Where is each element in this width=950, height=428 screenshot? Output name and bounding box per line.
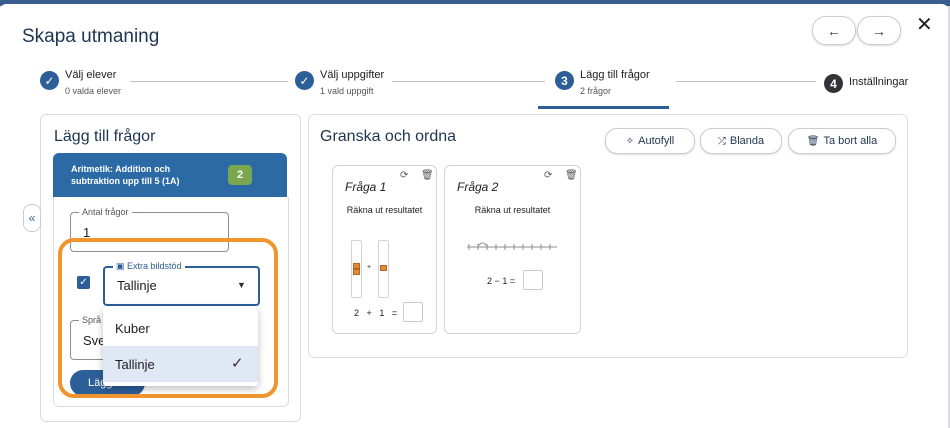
operator: −	[494, 276, 500, 286]
wand-icon: ✧	[625, 135, 635, 147]
field-value: 1	[83, 225, 91, 240]
field-label: Språ	[79, 315, 105, 325]
collapse-button[interactable]: «	[23, 204, 41, 232]
delete-all-button[interactable]: 🗑Ta bort alla	[788, 128, 896, 154]
equals-sign: =	[391, 308, 398, 318]
image-support-dropdown: Kuber Tallinje ✓	[103, 306, 258, 386]
button-label: Blanda	[729, 135, 765, 147]
active-step-indicator	[538, 106, 669, 109]
answer-input[interactable]	[403, 302, 423, 322]
question-text: Räkna ut resultatet	[346, 205, 423, 215]
equals-sign: =	[509, 276, 516, 286]
question-count-field[interactable]: Antal frågor 1	[70, 207, 229, 252]
field-label: ▣ Extra bildstöd	[113, 261, 185, 272]
review-title: Granska och ordna	[320, 128, 457, 145]
question-count-badge: 2	[228, 165, 252, 185]
step-connector	[676, 81, 816, 82]
step-label: Välj uppgifter	[320, 69, 385, 81]
close-icon[interactable]: ✕	[916, 14, 933, 36]
option-label: Kuber	[115, 321, 150, 336]
double-chevron-left-icon: «	[28, 211, 36, 225]
image-support-checkbox[interactable]: ✓	[77, 276, 90, 289]
check-icon: ✓	[40, 71, 59, 90]
field-value: Sve	[83, 333, 106, 348]
step-sub: 1 vald uppgift	[320, 86, 374, 96]
prev-button[interactable]: ←	[812, 16, 856, 45]
operator: +	[366, 308, 372, 318]
step-sub: 2 frågor	[580, 86, 612, 96]
answer-input[interactable]	[523, 270, 543, 290]
cube-icon	[353, 263, 360, 269]
step-connector	[392, 81, 545, 82]
modal-title: Skapa utmaning	[22, 26, 160, 47]
cube-icon	[353, 269, 360, 275]
step-add-questions[interactable]: 3 Lägg till frågor 2 frågor	[555, 69, 650, 96]
arrow-right-icon: →	[872, 22, 886, 39]
operand: 1	[379, 308, 385, 318]
trash-icon[interactable]: 🗑	[565, 170, 578, 181]
field-label: Antal frågor	[79, 207, 132, 217]
image-support-select[interactable]: ▣ Extra bildstöd Tallinje ▼	[103, 261, 260, 306]
add-questions-title: Lägg till frågor	[54, 128, 156, 145]
background-app-bar	[0, 0, 950, 6]
button-label: Ta bort alla	[823, 135, 878, 147]
question-text: Räkna ut resultatet	[474, 205, 551, 215]
shuffle-icon: ⤮	[717, 135, 726, 147]
trash-icon: 🗑	[806, 135, 820, 147]
arrow-left-icon: ←	[827, 22, 841, 39]
question-card-1[interactable]: Fråga 1 ⟳ 🗑 Räkna ut resultatet + 2 + 1 …	[332, 165, 437, 334]
autofill-button[interactable]: ✧Autofyll	[605, 128, 695, 154]
field-label-text: Extra bildstöd	[127, 261, 182, 271]
cube-icon	[380, 265, 387, 271]
option-label: Tallinje	[115, 357, 155, 372]
math-expression: 2 − 1 =	[487, 276, 515, 286]
cube-column	[378, 240, 389, 298]
dropdown-option-kuber[interactable]: Kuber	[103, 310, 258, 346]
step-select-tasks[interactable]: ✓ Välj uppgifter 1 vald uppgift	[295, 69, 385, 96]
button-label: Autofyll	[638, 135, 675, 147]
dropdown-arrow-icon: ▼	[237, 280, 246, 290]
trash-icon[interactable]: 🗑	[421, 170, 434, 181]
step-label: Lägg till frågor	[580, 69, 650, 81]
step-sub: 0 valda elever	[65, 86, 122, 96]
plus-sign: +	[367, 264, 372, 271]
step-label: Välj elever	[65, 69, 117, 81]
step-select-students[interactable]: ✓ Välj elever 0 valda elever	[40, 69, 122, 96]
refresh-icon[interactable]: ⟳	[544, 170, 553, 181]
cube-column	[351, 240, 362, 298]
shuffle-button[interactable]: ⤮Blanda	[700, 128, 782, 154]
operand: 2	[354, 308, 360, 318]
question-title: Fråga 1	[345, 180, 387, 194]
task-card-header[interactable]: Aritmetik: Addition och subtraktion upp …	[53, 153, 287, 197]
question-card-2[interactable]: Fråga 2 ⟳ 🗑 Räkna ut resultatet 2 − 1 =	[444, 165, 581, 334]
math-expression: 2 + 1 =	[354, 308, 397, 318]
check-icon: ✓	[79, 277, 88, 288]
check-icon: ✓	[295, 71, 314, 90]
checkmark-icon: ✓	[231, 355, 244, 372]
operand: 2	[487, 276, 493, 286]
task-card-title: Aritmetik: Addition och subtraktion upp …	[71, 164, 180, 186]
step-settings[interactable]: 4 Inställningar	[824, 74, 908, 93]
step-number: 4	[824, 74, 843, 93]
field-value: Tallinje	[117, 278, 157, 293]
image-icon: ▣	[116, 261, 125, 271]
step-number: 3	[555, 71, 574, 90]
number-line	[467, 242, 557, 250]
step-connector	[130, 81, 288, 82]
highlight-annotation	[58, 238, 278, 398]
dropdown-option-tallinje[interactable]: Tallinje ✓	[103, 346, 258, 382]
next-button[interactable]: →	[857, 16, 901, 45]
operand: 1	[502, 276, 508, 286]
step-label: Inställningar	[849, 76, 909, 88]
refresh-icon[interactable]: ⟳	[400, 170, 409, 181]
question-title: Fråga 2	[457, 180, 499, 194]
